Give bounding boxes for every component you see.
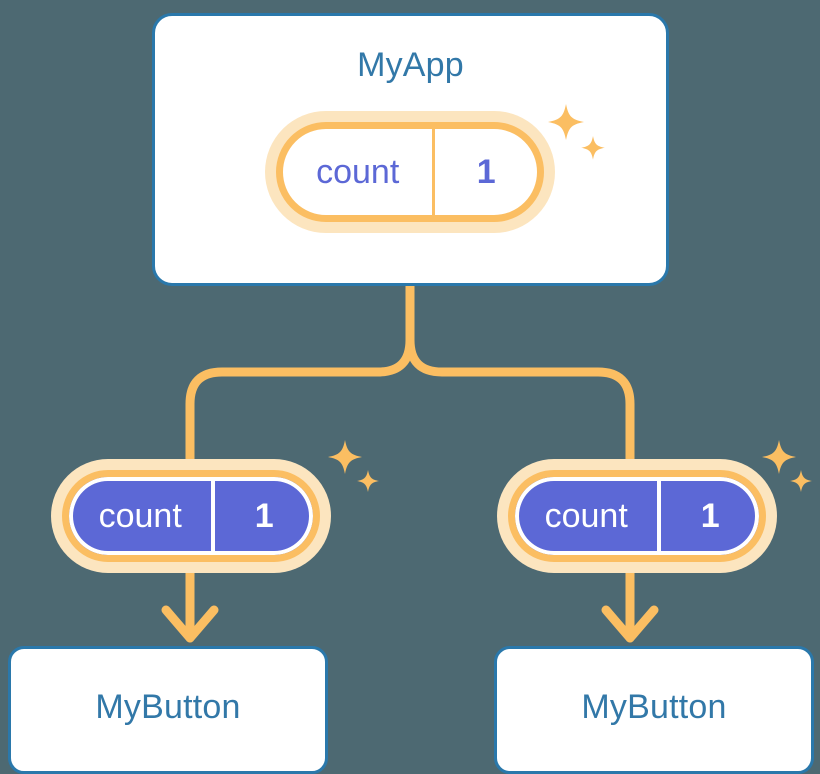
- signal-name-branch-right: count: [515, 477, 662, 555]
- node-mybutton-left-card[interactable]: MyButton: [8, 646, 328, 774]
- node-mybutton-left-title: MyButton: [95, 687, 241, 726]
- sparkle-group-branch-left: [328, 440, 379, 492]
- signal-pill-root-body: count 1: [276, 122, 544, 222]
- arrow-down-icon-right: [601, 605, 659, 643]
- connector-left-branch: [185, 281, 415, 475]
- signal-value-branch-left: 1: [254, 497, 274, 535]
- node-myapp-title: MyApp: [357, 46, 464, 84]
- signal-pill-root[interactable]: count 1: [265, 111, 555, 233]
- connector-right-branch: [405, 281, 635, 475]
- signal-pill-branch-right[interactable]: count 1: [497, 459, 777, 573]
- sparkle-icon: [328, 440, 362, 474]
- signal-value-branch-right: 1: [700, 497, 720, 535]
- node-mybutton-right-card[interactable]: MyButton: [494, 646, 814, 774]
- signal-pill-branch-left[interactable]: count 1: [51, 459, 331, 573]
- signal-value-root: 1: [476, 153, 496, 191]
- sparkle-icon: [790, 470, 812, 492]
- signal-pill-branch-left-body: count 1: [62, 470, 320, 562]
- arrow-down-icon-left: [161, 605, 219, 643]
- signal-pill-branch-right-body: count 1: [508, 470, 766, 562]
- signal-name-branch-left: count: [69, 477, 216, 555]
- sparkle-icon: [762, 440, 796, 474]
- signal-name-root: count: [283, 129, 436, 215]
- node-mybutton-right-title: MyButton: [581, 687, 727, 726]
- sparkle-icon: [357, 470, 379, 492]
